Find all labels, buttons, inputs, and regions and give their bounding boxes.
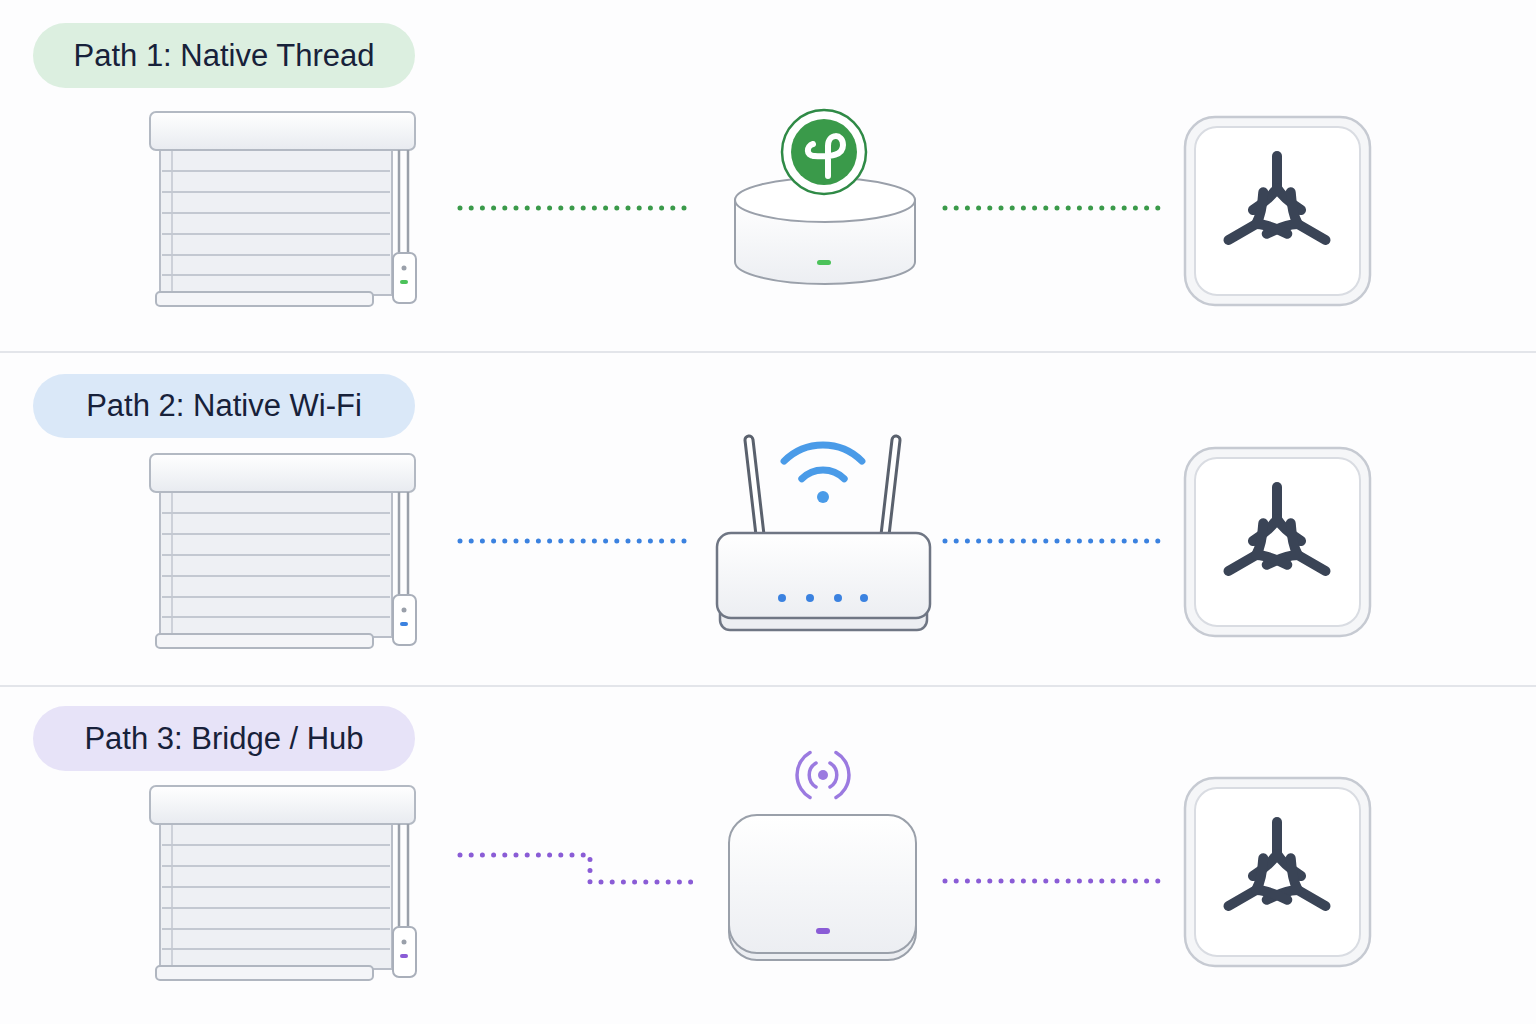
matter-logo [1217, 822, 1338, 927]
thread-logo-part [791, 119, 857, 185]
bridge-hub-part [729, 815, 916, 953]
wifi-router-part [778, 594, 868, 602]
dotted-link-part [460, 539, 695, 544]
dotted-link-part [945, 206, 1158, 211]
wifi-router-part [749, 440, 760, 535]
matter-logo [1217, 156, 1338, 261]
wifi-router-part-part [778, 594, 786, 602]
thread-logo-part [782, 110, 866, 194]
path-label: Path 3: Bridge / Hub [84, 721, 363, 757]
wifi-signal-icon-part [802, 470, 844, 479]
thread-border-router-part [817, 260, 831, 265]
wifi-signal-icon-part [784, 445, 862, 461]
radio-signal-icon-part [797, 753, 810, 798]
radio-signal-icon [797, 753, 849, 798]
wifi-router-part-part [834, 594, 842, 602]
roller-blind [150, 454, 416, 648]
path-pill: Path 1: Native Thread [33, 23, 415, 88]
radio-signal-icon-part [836, 753, 849, 798]
path-pill: Path 3: Bridge / Hub [33, 706, 415, 771]
matter-tile [1185, 448, 1370, 636]
path-label: Path 2: Native Wi-Fi [86, 388, 362, 424]
dotted-link-part [460, 206, 695, 211]
thread-logo-part [808, 136, 843, 176]
status-led [400, 280, 408, 284]
bridge-hub-part [816, 928, 830, 934]
radio-signal-icon-part [818, 770, 828, 780]
path-pill: Path 2: Native Wi-Fi [33, 374, 415, 438]
roller-blind [150, 112, 416, 306]
status-led [400, 622, 408, 626]
radio-signal-icon-part [830, 763, 837, 787]
thread-logo-part-part [808, 144, 814, 156]
wifi-signal-icon [784, 445, 862, 503]
radio-signal-icon-part [809, 763, 816, 787]
row-separators-part [0, 351, 1536, 353]
wifi-router-part [717, 533, 930, 618]
dotted-link-part [945, 539, 1158, 544]
matter-logo [1217, 487, 1338, 592]
dotted-link-part [460, 855, 692, 882]
status-led [400, 954, 408, 958]
row-separators-part [0, 685, 1536, 687]
wifi-signal-icon-part [817, 491, 829, 503]
wifi-router-part [885, 440, 896, 535]
path-label: Path 1: Native Thread [74, 38, 375, 74]
roller-blind [150, 786, 416, 980]
wifi-router-part-part [860, 594, 868, 602]
wifi-router-part [749, 440, 760, 535]
matter-tile [1185, 117, 1370, 305]
wifi-router [717, 440, 930, 630]
dotted-link-part [945, 879, 1158, 884]
matter-tile [1185, 778, 1370, 966]
wifi-router-part-part [806, 594, 814, 602]
thread-logo [782, 110, 866, 194]
row-separators [0, 352, 1536, 686]
wifi-router-part [885, 440, 896, 535]
bridge-hub [729, 815, 916, 960]
thread-logo-part-part [814, 136, 843, 176]
